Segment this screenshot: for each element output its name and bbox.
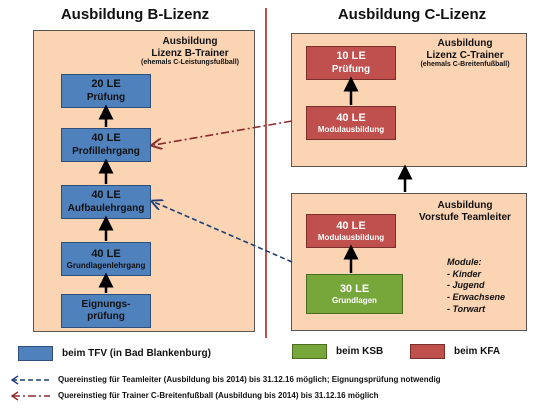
box-le: 40 LE <box>91 247 121 260</box>
panel-c-trainer-title-line3: (ehemals C-Breitenfußball) <box>420 61 510 68</box>
panel-b-title-line3: (ehemals C-Leistungsfußball) <box>140 59 239 66</box>
center-divider <box>265 8 267 338</box>
box-le: 40 LE <box>336 219 366 232</box>
legend-blue-arrowhead-icon <box>10 375 19 385</box>
box-b-aufbaulehrgang: 40 LE Aufbaulehrgang <box>61 185 151 219</box>
red-dashdot-arrow <box>154 120 293 145</box>
module-item: - Kinder <box>447 268 482 279</box>
box-le: 40 LE <box>91 132 121 145</box>
legend-label-tfv: beim TFV (in Bad Blankenburg) <box>62 348 211 359</box>
box-label: Aufbaulehrgang <box>67 202 145 214</box>
legend-swatch-tfv <box>18 346 53 361</box>
note-trainer-c: Quereinstieg für Trainer C-Breitenfußbal… <box>58 391 379 400</box>
box-label: Modulausbildung <box>317 124 385 134</box>
module-list: Module: - Kinder - Jugend - Erwachsene -… <box>447 257 527 315</box>
panel-b-title-line2: Lizenz B-Trainer <box>151 47 229 59</box>
box-label: Prüfung <box>86 91 126 103</box>
note-teamleiter: Quereinstieg für Teamleiter (Ausbildung … <box>58 375 441 384</box>
box-label: Grundlagen <box>332 295 377 305</box>
box-vorstufe-modulausbildung: 40 LE Modulausbildung <box>306 214 396 248</box>
heading-c-license: Ausbildung C-Lizenz <box>337 6 487 23</box>
box-le: 40 LE <box>91 189 121 202</box>
panel-c-trainer-title: Ausbildung Lizenz C-Trainer (ehemals C-B… <box>405 38 525 69</box>
panel-b-title: Ausbildung Lizenz B-Trainer (ehemals C-L… <box>130 36 250 67</box>
panel-c-vorstufe-title-line1: Ausbildung <box>437 200 493 211</box>
box-b-eignungspruefung: Eignungs- prüfung <box>61 294 151 328</box>
box-label-line2: prüfung <box>87 311 125 322</box>
box-vorstufe-grundlagen: 30 LE Grundlagen <box>306 274 403 314</box>
box-le: 40 LE <box>336 111 366 124</box>
panel-b-title-line1: Ausbildung <box>162 36 218 47</box>
box-c-pruefung: 10 LE Prüfung <box>306 46 396 80</box>
box-le: 30 LE <box>339 282 370 295</box>
box-b-profillehrgang: 40 LE Profillehrgang <box>61 128 151 162</box>
panel-c-vorstufe-title-line2: Vorstufe Teamleiter <box>419 211 511 223</box>
box-le: 20 LE <box>91 78 121 91</box>
module-item: - Erwachsene <box>447 292 506 303</box>
box-label: Modulausbildung <box>317 232 385 242</box>
legend-swatch-kfa <box>410 344 445 359</box>
module-list-title: Module: <box>447 257 482 267</box>
panel-c-trainer-title-line1: Ausbildung <box>437 38 493 49</box>
heading-b-license: Ausbildung B-Lizenz <box>60 6 210 23</box>
box-label-line1: Eignungs- <box>81 299 131 310</box>
box-label: Grundlagenlehrgang <box>66 260 146 270</box>
module-item: - Jugend <box>447 280 485 291</box>
box-b-grundlagenlehrgang: 40 LE Grundlagenlehrgang <box>61 242 151 276</box>
box-label: Profillehrgang <box>72 145 140 157</box>
box-label: Prüfung <box>331 63 371 75</box>
legend-label-ksb: beim KSB <box>336 346 384 357</box>
legend-swatch-ksb <box>292 344 327 359</box>
panel-c-vorstufe-title: Ausbildung Vorstufe Teamleiter <box>405 200 525 223</box>
module-item: - Torwart <box>447 303 486 314</box>
blue-dashed-arrow <box>154 202 293 263</box>
legend-red-arrowhead-icon <box>10 391 19 401</box>
box-c-modulausbildung: 40 LE Modulausbildung <box>306 106 396 140</box>
box-le: 10 LE <box>336 50 366 63</box>
panel-c-trainer-title-line2: Lizenz C-Trainer <box>426 49 504 61</box>
legend-label-kfa: beim KFA <box>454 346 501 357</box>
